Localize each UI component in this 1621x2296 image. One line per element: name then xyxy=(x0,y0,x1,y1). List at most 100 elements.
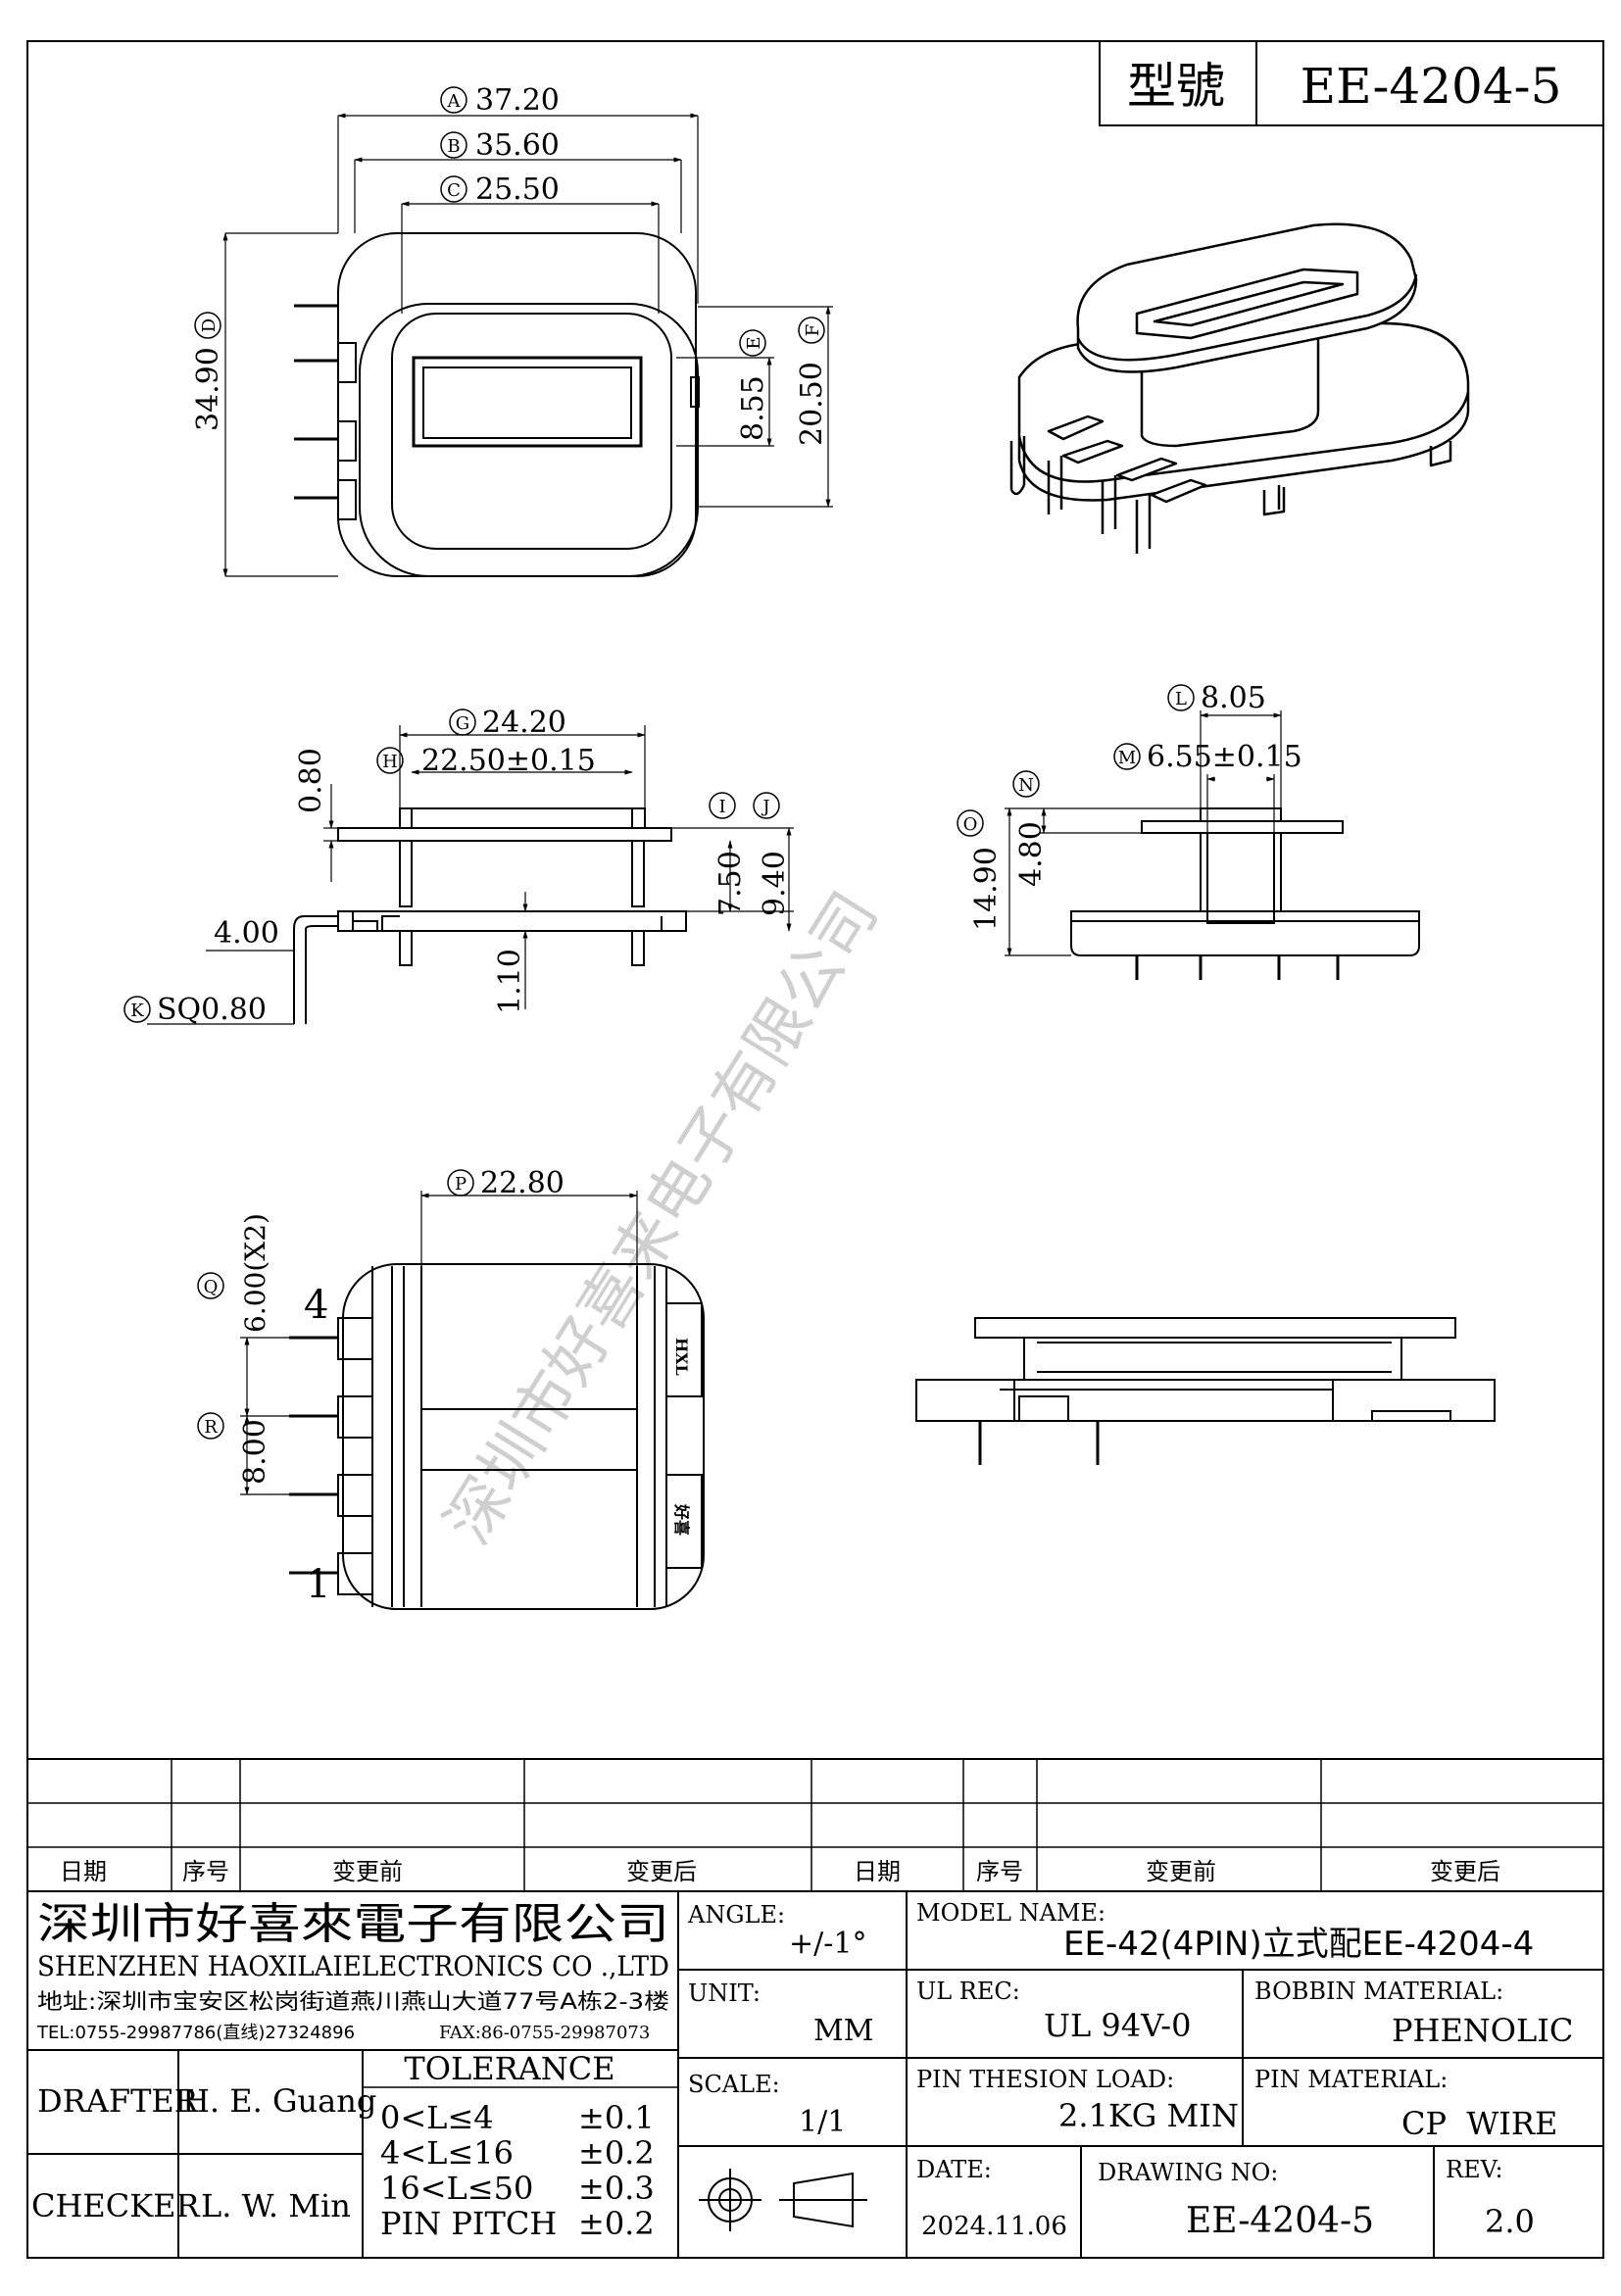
svg-text:日期: 日期 xyxy=(60,1858,107,1885)
svg-text:F: F xyxy=(803,324,823,337)
svg-text:PIN THESION LOAD:: PIN THESION LOAD: xyxy=(916,2066,1174,2093)
sheet-border xyxy=(26,40,1604,2259)
svg-text:变更后: 变更后 xyxy=(626,1858,697,1885)
dim-K: SQ0.80 xyxy=(157,993,267,1027)
svg-text:序号: 序号 xyxy=(182,1858,229,1885)
model-name-value: EE-42(4PIN)立式配EE-4204-4 xyxy=(1063,1925,1534,1964)
svg-text:UNIT:: UNIT: xyxy=(688,1979,761,2007)
right-side-view-dim-labels: L 8.05 M 6.55±0.15 N O 4.80 14.90 xyxy=(957,681,1302,931)
svg-text:TOLERANCE: TOLERANCE xyxy=(404,2050,614,2087)
svg-text:SCALE:: SCALE: xyxy=(688,2071,780,2098)
company-fax: FAX:86-0755-29987073 xyxy=(439,2023,650,2043)
svg-text:P: P xyxy=(455,1174,467,1195)
right-side-view xyxy=(1070,807,1420,980)
dim-F: 20.50 xyxy=(795,362,829,446)
bottom-view xyxy=(289,1263,705,1610)
top-view xyxy=(294,232,700,577)
marking-hxl: HXL xyxy=(672,1338,691,1376)
svg-text:变更前: 变更前 xyxy=(1146,1858,1216,1885)
svg-text:±0.2: ±0.2 xyxy=(578,2134,655,2172)
dim-t080: 0.80 xyxy=(294,748,328,813)
rev-value: 2.0 xyxy=(1485,2203,1535,2240)
dim-O: 14.90 xyxy=(969,847,1004,931)
svg-text:±0.3: ±0.3 xyxy=(578,2170,655,2207)
svg-text:Q: Q xyxy=(204,1277,219,1297)
scale-value: 1/1 xyxy=(799,2105,846,2139)
svg-text:A: A xyxy=(447,91,462,112)
dim-t110: 1.10 xyxy=(493,949,527,1014)
model-value: EE-4204-5 xyxy=(1301,58,1562,115)
svg-text:C: C xyxy=(447,180,461,201)
svg-text:I: I xyxy=(718,797,725,817)
drawing-no-value: EE-4204-5 xyxy=(1186,2201,1374,2241)
date-value: 2024.11.06 xyxy=(921,2212,1067,2241)
dim-P: 22.80 xyxy=(480,1166,565,1200)
svg-text:PIN PITCH: PIN PITCH xyxy=(380,2205,557,2242)
svg-text:±0.2: ±0.2 xyxy=(578,2205,655,2242)
svg-text:ANGLE:: ANGLE: xyxy=(687,1901,785,1929)
svg-text:E: E xyxy=(744,336,764,349)
dim-R: 8.00 xyxy=(238,1419,272,1485)
dim-t400: 4.00 xyxy=(214,916,279,951)
pin-4-label: 4 xyxy=(304,1283,328,1328)
isometric-view xyxy=(1009,222,1470,554)
pin-load-value: 2.1KG MIN xyxy=(1058,2097,1239,2134)
svg-text:4<L≤16: 4<L≤16 xyxy=(380,2134,514,2172)
dim-E: 8.55 xyxy=(736,375,770,441)
bottom-view-labels: P 22.80 Q 6.00(X2) R 8.00 4 1 HXL 好喜 xyxy=(197,1166,691,1607)
svg-text:变更后: 变更后 xyxy=(1430,1858,1500,1885)
svg-text:DATE:: DATE: xyxy=(916,2156,992,2183)
dim-M: 6.55±0.15 xyxy=(1147,740,1302,774)
dim-G: 24.20 xyxy=(482,706,566,740)
bobbin-value: PHENOLIC xyxy=(1392,2012,1573,2049)
svg-text:B: B xyxy=(447,136,460,157)
svg-text:序号: 序号 xyxy=(976,1858,1023,1885)
dim-B: 35.60 xyxy=(475,128,560,163)
svg-text:UL REC:: UL REC: xyxy=(916,1978,1020,2005)
marking-haoxi: 好喜 xyxy=(672,1503,691,1536)
svg-text:PIN MATERIAL:: PIN MATERIAL: xyxy=(1254,2066,1448,2093)
top-view-dims xyxy=(222,113,833,577)
title-block xyxy=(27,1758,1603,2258)
company-tel: TEL:0755-29987786(直线)27324896 xyxy=(36,2023,355,2043)
svg-text:日期: 日期 xyxy=(854,1858,901,1885)
svg-text:J: J xyxy=(761,797,769,817)
model-label: 型號 xyxy=(1127,58,1225,115)
top-view-dim-labels: A 37.20 B 35.60 C 25.50 34.90 D 8.55 E 2… xyxy=(191,83,829,446)
dim-D: 34.90 xyxy=(191,347,225,431)
front-view xyxy=(293,807,687,1024)
company-name-en: SHENZHEN HAOXILAIELECTRONICS CO .,LTD xyxy=(37,1950,669,1982)
svg-text:H: H xyxy=(382,752,398,772)
company-block: 深圳市好喜來電子有限公司 SHENZHEN HAOXILAIELECTRONIC… xyxy=(36,1899,669,2043)
svg-text:MODEL NAME:: MODEL NAME: xyxy=(916,1899,1105,1927)
svg-text:R: R xyxy=(204,1417,218,1438)
svg-text:M: M xyxy=(1118,748,1136,768)
right-side-view-dims xyxy=(1005,710,1282,956)
dim-J: 9.40 xyxy=(758,851,792,916)
svg-text:K: K xyxy=(130,1001,144,1021)
svg-text:±0.1: ±0.1 xyxy=(578,2099,655,2136)
company-address: 地址:深圳市宝安区松岗街道燕川燕山大道77号A栋2-3楼 xyxy=(37,1990,669,2015)
dim-N: 4.80 xyxy=(1014,821,1049,887)
dim-L: 8.05 xyxy=(1201,681,1266,715)
front-view-dims xyxy=(147,725,794,1025)
svg-text:DRAFTER: DRAFTER xyxy=(37,2082,199,2120)
drafter-checker: DRAFTER H. E. Guang CHECKER L. W. Min xyxy=(31,2082,376,2224)
bottom-view-dims xyxy=(240,1191,638,1495)
ul-value: UL 94V-0 xyxy=(1044,2007,1191,2044)
dim-A: 37.20 xyxy=(475,83,560,118)
svg-text:L: L xyxy=(1175,689,1187,709)
svg-text:O: O xyxy=(963,814,978,835)
company-name-cn: 深圳市好喜來電子有限公司 xyxy=(37,1899,669,1949)
svg-text:N: N xyxy=(1018,775,1034,796)
revision-headers: 日期 序号 变更前 变更后 日期 序号 变更前 变更后 xyxy=(60,1858,1500,1885)
svg-text:变更前: 变更前 xyxy=(332,1858,403,1885)
front-view-dim-labels: G 24.20 H 22.50±0.15 0.80 I J 7.50 9.40 … xyxy=(123,706,792,1027)
svg-text:0<L≤4: 0<L≤4 xyxy=(380,2099,494,2136)
drafter-name: H. E. Guang xyxy=(182,2082,376,2120)
svg-text:G: G xyxy=(456,713,469,734)
projection-symbol xyxy=(699,2169,867,2231)
dim-C: 25.50 xyxy=(475,172,560,207)
dim-Q: 6.00(X2) xyxy=(239,1213,271,1333)
